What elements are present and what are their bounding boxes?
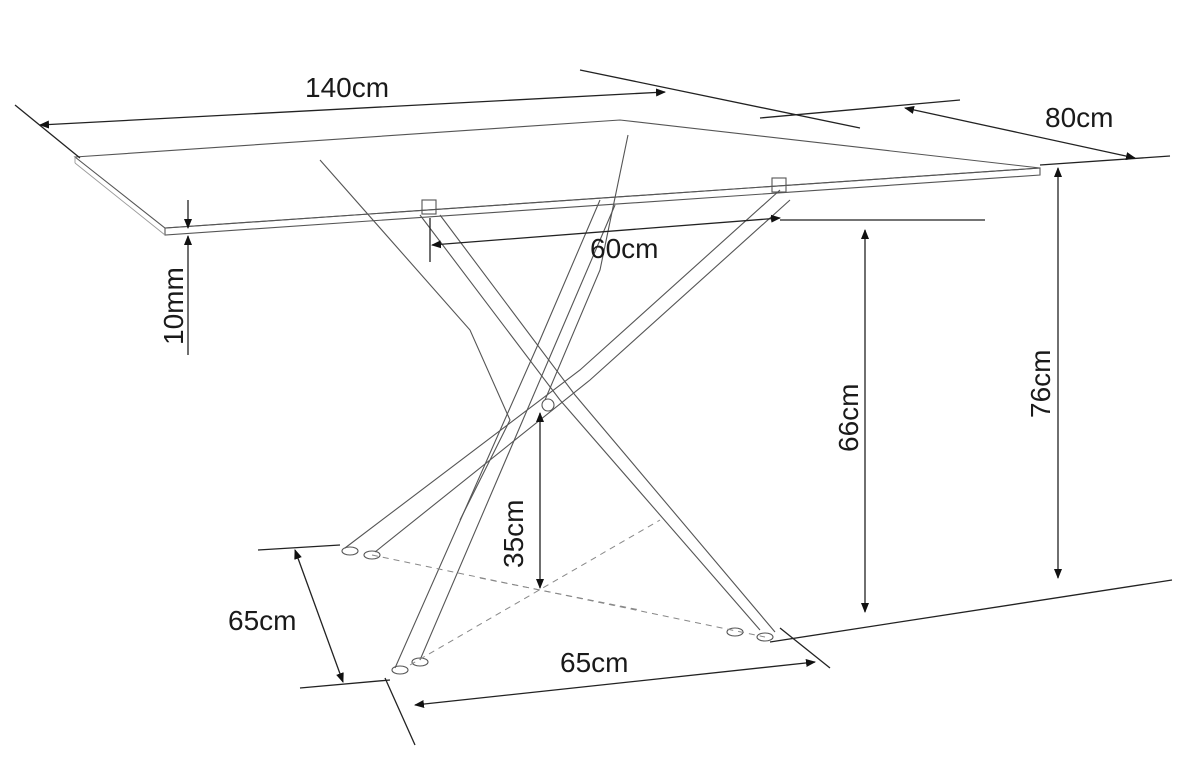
width-label: 80cm (1045, 102, 1113, 133)
dimension-glass-thickness: 10mm (158, 200, 192, 355)
dimension-base-depth: 65cm (228, 544, 391, 689)
table-legs (319, 134, 791, 675)
dimension-leg-height: 66cm (833, 229, 869, 613)
table-top (73, 119, 1041, 236)
glass-thickness-label: 10mm (158, 267, 189, 345)
leg-height-label: 66cm (833, 384, 864, 452)
total-height-label: 76cm (1025, 350, 1056, 418)
dimension-cross-height: 35cm (498, 412, 544, 589)
dimension-total-height: 76cm (769, 167, 1173, 643)
base-depth-label: 65cm (228, 605, 296, 636)
base-width-label: 65cm (560, 647, 628, 678)
dimension-frame-width: 60cm (429, 214, 985, 264)
length-label: 140cm (305, 72, 389, 103)
cross-height-label: 35cm (498, 500, 529, 568)
dimension-width: 80cm (579, 69, 1171, 166)
dimension-base-width: 65cm (384, 627, 831, 746)
frame-width-label: 60cm (590, 233, 658, 264)
dimension-length: 140cm (14, 72, 666, 159)
